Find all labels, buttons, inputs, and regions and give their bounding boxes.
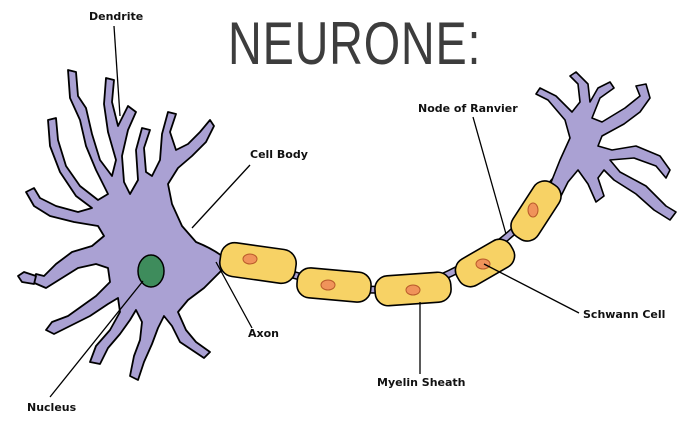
label-dendrite: Dendrite <box>89 10 144 23</box>
schwann-cell-leader <box>483 263 580 314</box>
axon-terminals <box>535 71 677 221</box>
axon-leader <box>215 261 253 329</box>
schwann-cell-3 <box>374 271 452 307</box>
dendrite-leader <box>113 25 121 117</box>
leader-lines <box>49 25 580 398</box>
label-nucleus: Nucleus <box>27 401 77 414</box>
diagram-title: NEURONE: <box>228 10 482 77</box>
nucleus-leader <box>49 280 144 398</box>
cell-body-leader <box>191 164 251 229</box>
cell-body <box>25 69 227 381</box>
cell-body-and-dendrites <box>17 69 227 381</box>
label-axon: Axon <box>248 327 279 340</box>
schwann-cell-2 <box>296 267 372 303</box>
label-cell-body: Cell Body <box>250 148 308 161</box>
schwann-cell-1 <box>219 241 297 285</box>
cell-nucleus <box>137 254 165 288</box>
node-of-ranvier-leader <box>472 116 507 235</box>
schwann-cell-4 <box>454 238 516 288</box>
label-myelin-sheath: Myelin Sheath <box>377 376 466 389</box>
label-schwann-cell: Schwann Cell <box>583 308 666 321</box>
schwann-cell-5 <box>510 180 562 242</box>
myelin-sheath <box>219 180 562 307</box>
label-node-of-ranvier: Node of Ranvier <box>418 102 518 115</box>
